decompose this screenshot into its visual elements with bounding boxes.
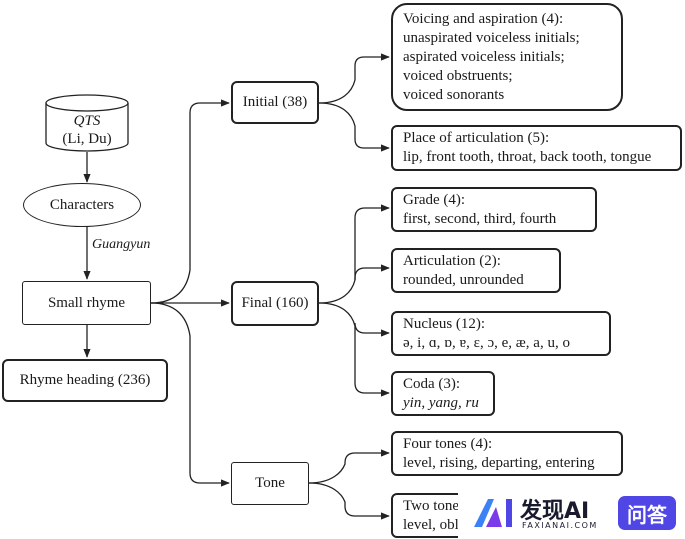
- characters-node: Characters: [23, 183, 141, 227]
- arrow-tone-four: [308, 449, 390, 484]
- source-title: QTS: [73, 113, 101, 129]
- initial-node: Initial (38): [231, 81, 319, 124]
- brand-logo-icon: [474, 499, 512, 527]
- watermark-badge: 发现AI FAXIANAI.COM 问答: [458, 488, 685, 539]
- watermark-brand: 发现AI: [520, 499, 590, 524]
- leaf-title: Grade (4):: [403, 192, 466, 208]
- arrow-tone-two: [308, 482, 390, 520]
- arrow-to-initial: [150, 99, 230, 304]
- leaf-line: lip, front tooth, throat, back tooth, to…: [403, 149, 652, 165]
- grade-box: Grade (4): first, second, third, fourth: [391, 187, 597, 232]
- coda-box: Coda (3): yin, yang, ru: [391, 371, 495, 416]
- leaf-line: aspirated voiceless initials;: [403, 49, 565, 65]
- leaf-title: Articulation (2):: [403, 253, 501, 269]
- leaf-line: voiced obstruents;: [403, 68, 513, 84]
- place-articulation-box: Place of articulation (5): lip, front to…: [391, 125, 682, 171]
- arrow-to-tone: [150, 302, 230, 487]
- arrow-final-nucleus: [318, 302, 390, 337]
- leaf-title: Coda (3):: [403, 376, 461, 392]
- edge-label-guangyun: Guangyun: [92, 237, 151, 252]
- leaf-title: Voicing and aspiration (4):: [403, 11, 564, 27]
- arrow-initial-voicing: [318, 53, 390, 104]
- leaf-line: yin, yang, ru: [403, 395, 479, 411]
- leaf-title: Nucleus (12):: [403, 316, 486, 332]
- database-cylinder-top: [45, 94, 129, 112]
- watermark-sub: FAXIANAI.COM: [522, 521, 598, 530]
- nucleus-box: Nucleus (12): ə, i, ɑ, ɒ, ɐ, ɛ, ɔ, e, æ,…: [391, 311, 611, 356]
- final-node: Final (160): [231, 281, 319, 326]
- arrow-final-coda: [354, 326, 390, 397]
- voicing-aspiration-box: Voicing and aspiration (4): unaspirated …: [391, 3, 623, 111]
- leaf-line: unaspirated voiceless initials;: [403, 30, 580, 46]
- arrow-final-articulation: [354, 264, 390, 280]
- leaf-title: Four tones (4):: [403, 436, 493, 452]
- articulation-box: Articulation (2): rounded, unrounded: [391, 248, 561, 293]
- database-cylinder-body: [45, 103, 129, 152]
- small-rhyme-node: Small rhyme: [22, 281, 151, 325]
- leaf-title: Place of articulation (5):: [403, 130, 550, 146]
- leaf-line: voiced sonorants: [403, 87, 505, 103]
- tone-node: Tone: [231, 462, 309, 505]
- arrow-final-grade: [318, 204, 390, 304]
- leaf-line: rounded, unrounded: [403, 272, 524, 288]
- rhyme-heading-node: Rhyme heading (236): [2, 359, 168, 402]
- source-label: QTS (Li, Du): [46, 112, 128, 148]
- leaf-line: ə, i, ɑ, ɒ, ɐ, ɛ, ɔ, e, æ, a, u, o: [403, 335, 570, 351]
- four-tones-box: Four tones (4): level, rising, departing…: [391, 431, 623, 476]
- arrow-initial-place: [318, 102, 390, 152]
- leaf-line: level, rising, departing, entering: [403, 455, 595, 471]
- qa-tag[interactable]: 问答: [618, 496, 676, 530]
- leaf-line: first, second, third, fourth: [403, 211, 557, 227]
- source-subtitle: (Li, Du): [62, 131, 112, 147]
